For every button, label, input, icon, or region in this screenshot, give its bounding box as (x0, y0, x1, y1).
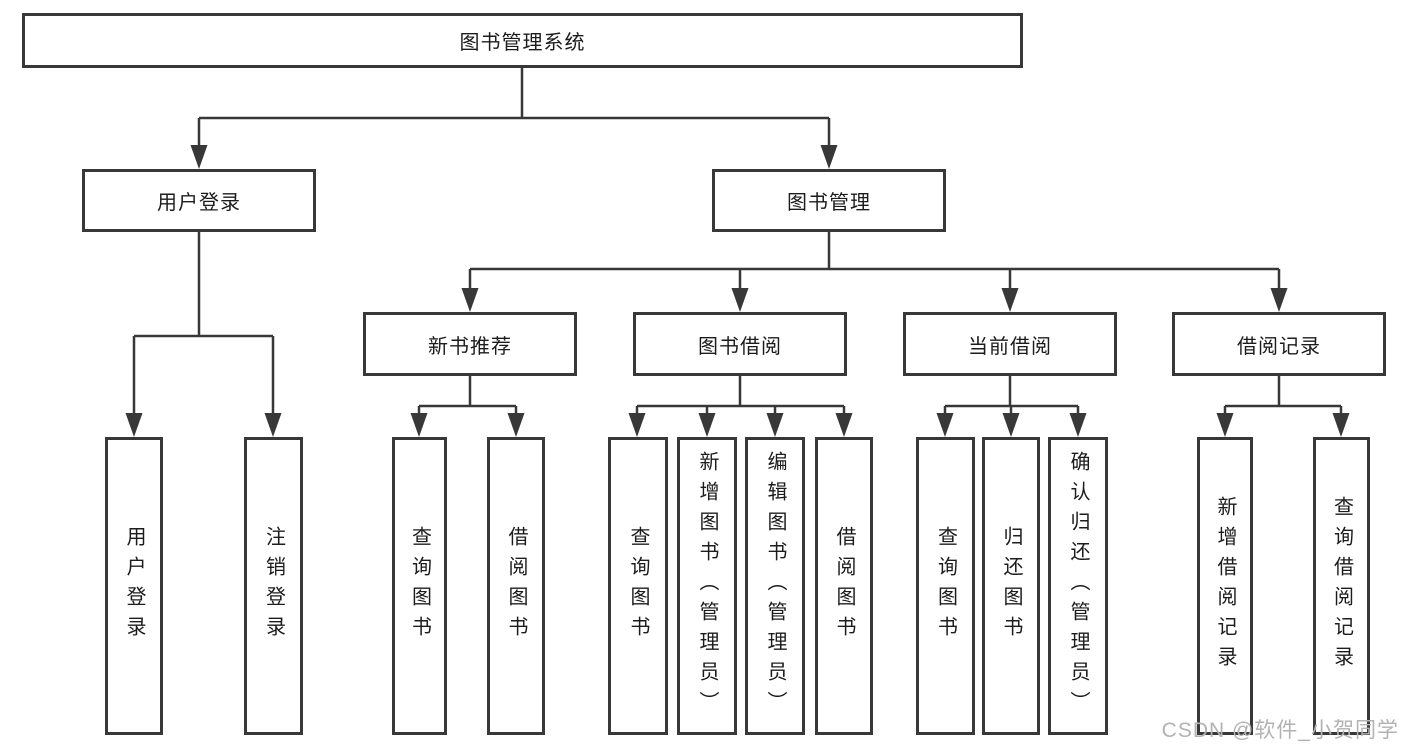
node-br-add-record: 新增借阅记录 (1197, 437, 1253, 735)
arrow-down-icon (461, 288, 479, 312)
arrow-down-icon (1069, 413, 1087, 437)
arrow-down-icon (820, 145, 838, 169)
arrow-down-icon (410, 413, 428, 437)
node-new-book-recommend: 新书推荐 (363, 312, 577, 376)
node-label: 查询图书 (934, 526, 957, 646)
node-br-query-record: 查询借阅记录 (1313, 437, 1370, 735)
node-cb-query-books: 查询图书 (916, 437, 975, 735)
node-label: 注销登录 (262, 526, 285, 646)
node-login: 用户登录 (105, 437, 163, 735)
node-label: 查询借阅记录 (1330, 496, 1353, 676)
node-cb-return-books: 归还图书 (982, 437, 1040, 735)
node-label: 用户登录 (123, 526, 145, 646)
node-bb-query-books: 查询图书 (608, 437, 668, 735)
node-nbr-borrow-books: 借阅图书 (487, 437, 545, 735)
node-bb-borrow-books: 借阅图书 (815, 437, 873, 735)
node-label: 归还图书 (1000, 526, 1022, 646)
connector-path (132, 68, 1343, 418)
csdn-watermark: CSDN @软件_小贺同学 (1161, 719, 1399, 742)
arrowheads (125, 145, 1350, 437)
node-label: 借阅记录 (1237, 335, 1321, 358)
arrow-down-icon (835, 413, 853, 437)
arrow-down-icon (1332, 413, 1350, 437)
node-bb-add-books-admin: 新增图书（管理员） (677, 437, 737, 735)
arrow-down-icon (190, 145, 208, 169)
arrow-down-icon (507, 413, 525, 437)
arrow-down-icon (766, 413, 784, 437)
node-label: 新增借阅记录 (1214, 496, 1236, 676)
arrow-down-icon (936, 413, 954, 437)
node-user-login: 用户登录 (82, 169, 316, 232)
node-label: 图书管理系统 (459, 32, 586, 54)
arrow-down-icon (125, 413, 143, 437)
arrow-down-icon (731, 288, 749, 312)
node-label: 借阅图书 (833, 526, 855, 646)
arrow-down-icon (1002, 413, 1020, 437)
node-cb-confirm-return-admin: 确认归还（管理员） (1048, 437, 1108, 735)
node-label: 用户登录 (157, 192, 241, 214)
node-nbr-query-books: 查询图书 (392, 437, 447, 735)
arrow-down-icon (628, 413, 646, 437)
node-label: 编辑图书（管理员） (764, 451, 786, 721)
arrow-down-icon (1216, 413, 1234, 437)
node-label: 新书推荐 (428, 335, 512, 358)
node-label: 借阅图书 (505, 526, 527, 646)
node-label: 查询图书 (627, 526, 649, 646)
arrow-down-icon (264, 413, 282, 437)
node-book-management: 图书管理 (712, 169, 946, 232)
node-label: 图书管理 (787, 192, 871, 214)
arrow-down-icon (1270, 288, 1288, 312)
node-logout: 注销登录 (244, 437, 303, 735)
node-label: 新增图书（管理员） (696, 451, 718, 721)
node-label: 查询图书 (408, 526, 431, 646)
arrow-down-icon (1001, 288, 1019, 312)
node-label: 图书借阅 (698, 335, 782, 358)
node-root: 图书管理系统 (22, 13, 1023, 68)
node-book-borrowing: 图书借阅 (633, 312, 847, 376)
node-label: 确认归还（管理员） (1067, 451, 1089, 721)
node-label: 当前借阅 (968, 335, 1052, 358)
arrow-down-icon (698, 413, 716, 437)
node-bb-edit-books-admin: 编辑图书（管理员） (745, 437, 805, 735)
node-borrowing-records: 借阅记录 (1172, 312, 1386, 376)
node-current-borrowing: 当前借阅 (903, 312, 1117, 376)
